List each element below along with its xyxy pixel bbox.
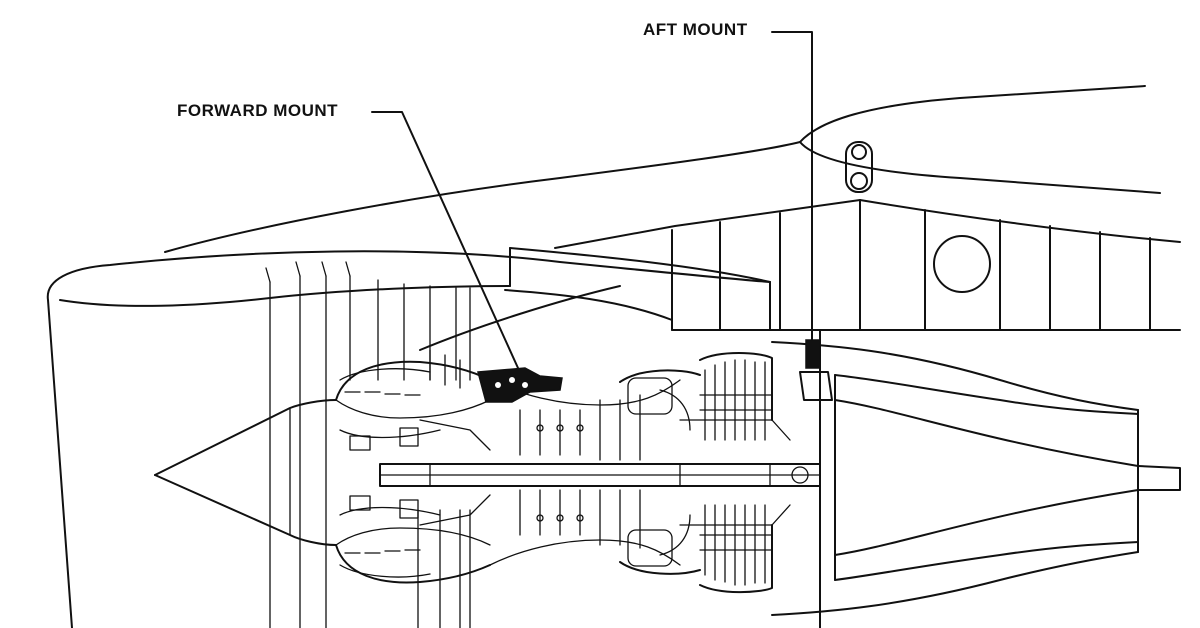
fan-section (265, 261, 471, 628)
spinner-cone (154, 399, 337, 546)
wing-pylon (164, 85, 1181, 331)
exhaust-nozzle (771, 329, 1181, 628)
forward-mount-fitting (477, 367, 563, 403)
main-shaft (379, 463, 821, 487)
forward-mount-label: FORWARD MOUNT (177, 101, 339, 120)
aft-mount-label: AFT MOUNT (643, 20, 748, 39)
core-lower (335, 489, 791, 594)
core-upper (335, 349, 791, 461)
leader-lines (371, 31, 813, 369)
nacelle-cowl (46, 247, 771, 628)
aft-mount-link (845, 141, 873, 193)
aft-mount-fitting (799, 339, 833, 401)
